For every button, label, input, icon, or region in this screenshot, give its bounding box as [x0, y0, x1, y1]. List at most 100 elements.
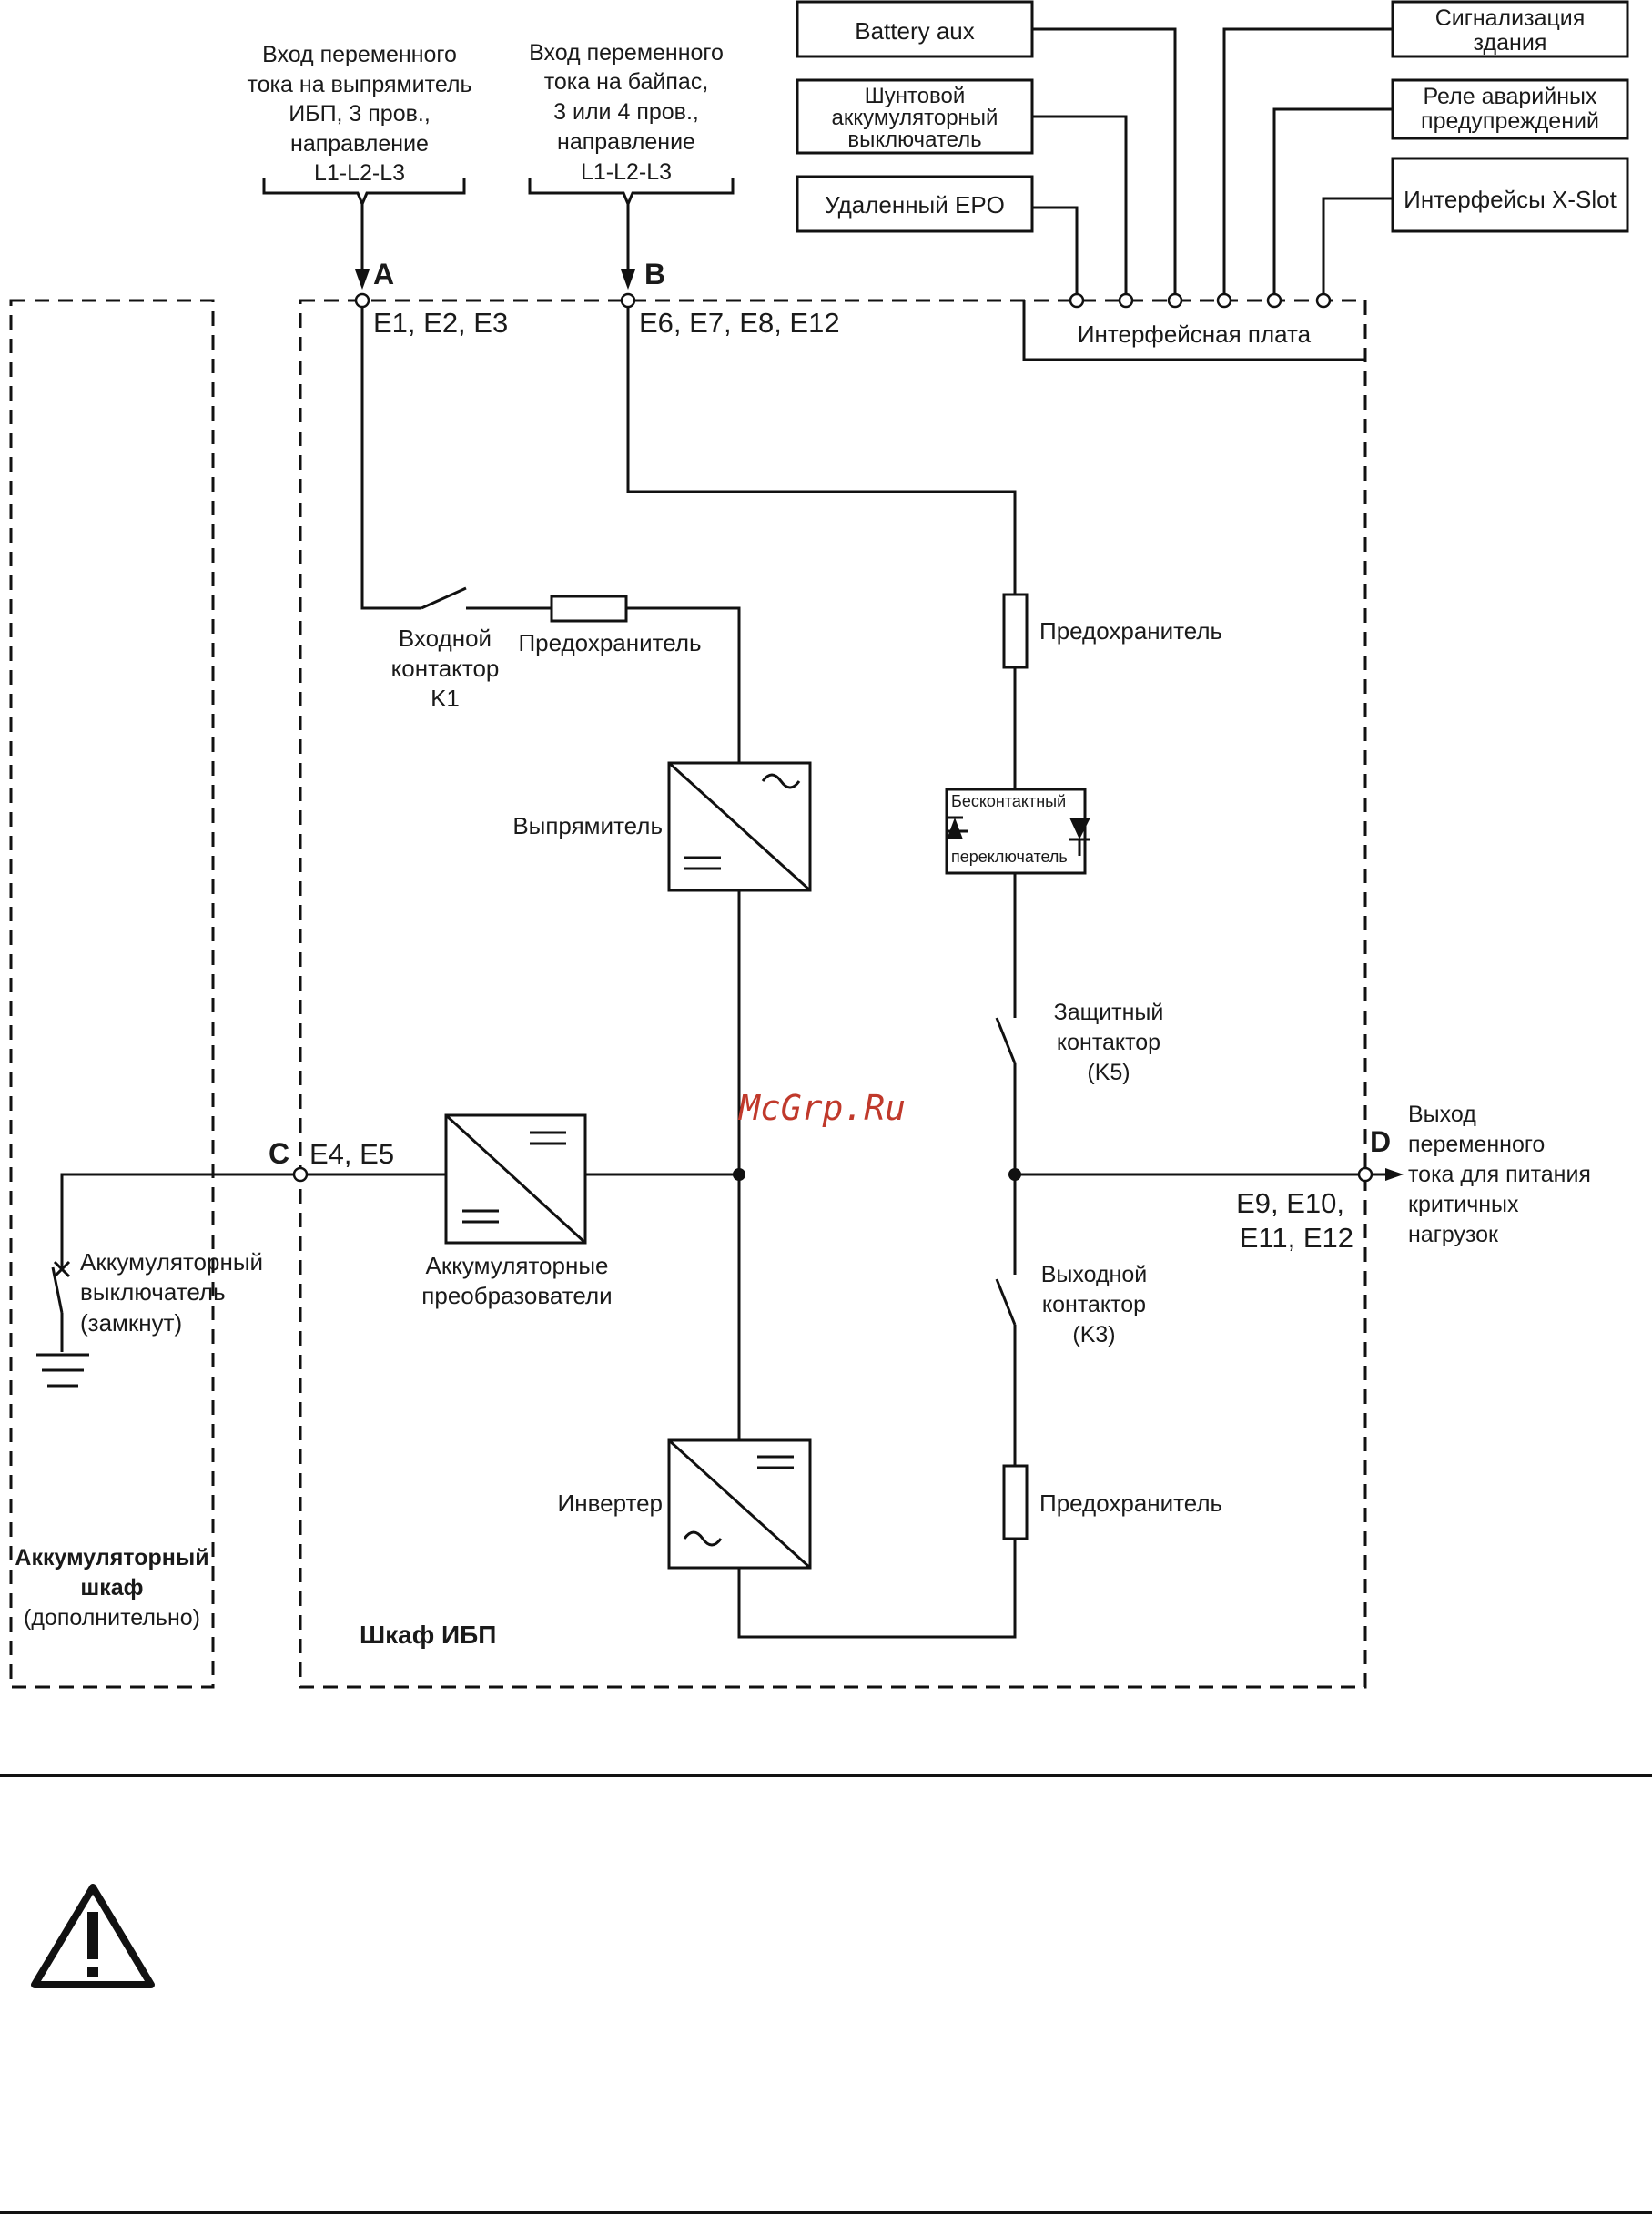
input-a-arrowhead — [355, 269, 370, 290]
rectifier-input-line5: L1-L2-L3 — [314, 160, 405, 186]
battery-breaker-line2: выключатель — [80, 1278, 226, 1306]
inverter-ac-symbol — [683, 1530, 723, 1547]
ground-icon — [36, 1353, 89, 1388]
bypass-input-line2: тока на байпас, — [544, 69, 709, 95]
static-switch-line2: переключатель — [951, 848, 1068, 866]
backfeed-contactor-line2: контактор — [1057, 1030, 1160, 1055]
interface-board-outline — [1022, 300, 1365, 361]
terminal-xslot — [1315, 292, 1332, 309]
ac-output-line3: тока для питания — [1408, 1162, 1591, 1187]
port-a-letter: A — [373, 258, 394, 290]
ac-output-line5: нагрузок — [1408, 1222, 1499, 1247]
inverter-output-wire — [737, 1539, 1017, 1639]
shunt-breaker-line2: аккумуляторный — [832, 106, 998, 130]
battery-breaker-x — [53, 1260, 71, 1278]
battery-breaker-line1: Аккумуляторный — [80, 1248, 263, 1276]
battery-cabinet-line3: (дополнительно) — [24, 1605, 200, 1631]
battery-cabinet-line1: Аккумуляторный — [15, 1545, 208, 1571]
battery-breaker-line3: (замкнут) — [80, 1309, 182, 1337]
port-d-terminals-line2: E11, E12 — [1240, 1222, 1353, 1254]
inverter-diagonal — [667, 1438, 812, 1570]
thyristor-down — [1069, 818, 1090, 839]
input-b-arrowhead — [621, 269, 635, 290]
rectifier-input-line1: Вход переменного — [262, 42, 457, 67]
battery-converter-diagonal — [444, 1113, 587, 1245]
shunt-breaker-line3: выключатель — [847, 127, 981, 152]
ac-output-line4: критичных — [1408, 1192, 1519, 1217]
rectifier-dc-symbol — [684, 856, 721, 870]
battery-converters-line2: преобразователи — [421, 1282, 612, 1309]
port-d-node — [1357, 1166, 1373, 1183]
shunt-breaker-box — [796, 78, 1034, 155]
port-c-terminals: E4, E5 — [309, 1138, 394, 1170]
terminal-alarm-relay — [1266, 292, 1282, 309]
rectifier-fuse-label: Предохранитель — [518, 629, 701, 656]
output-fuse — [1002, 1464, 1029, 1540]
bypass-input-line5: L1-L2-L3 — [581, 159, 672, 185]
battery-aux-wire — [1032, 27, 1177, 293]
input-contactor-k1 — [421, 586, 467, 610]
terminal-epo — [1069, 292, 1085, 309]
port-c-node — [292, 1166, 309, 1183]
thyristor-up — [947, 818, 963, 839]
remote-epo-label: Удаленный EPO — [825, 191, 1005, 219]
ups-cabinet-label: Шкаф ИБП — [360, 1621, 496, 1649]
xslot-label: Интерфейсы X-Slot — [1404, 186, 1617, 213]
building-alarm-line1: Сигнализация — [1435, 5, 1586, 31]
port-a-terminals: E1, E2, E3 — [373, 307, 508, 339]
shunt-wire — [1032, 115, 1128, 293]
terminal-battery-aux — [1167, 292, 1183, 309]
rectifier-ac-symbol — [761, 773, 801, 789]
battery-aux-label: Battery aux — [855, 17, 975, 45]
input-contactor-line2: контактор — [391, 655, 500, 682]
port-d-terminals-line1: E9, E10, — [1236, 1187, 1344, 1219]
bypass-input-line1: Вход переменного — [529, 40, 724, 66]
battery-converters-line1: Аккумуляторные — [426, 1252, 609, 1279]
remote-epo-box — [796, 175, 1034, 233]
input-contactor-line3: K1 — [431, 685, 460, 712]
output-contactor-line3: (K3) — [1072, 1322, 1115, 1347]
building-alarm-wire — [1222, 27, 1393, 293]
alarm-relay-line2: предупреждений — [1421, 108, 1599, 134]
building-alarm-line2: здания — [1474, 30, 1547, 56]
battery-converter-dc-bottom — [462, 1209, 499, 1224]
port-b-terminals: E6, E7, E8, E12 — [639, 307, 840, 339]
output-contactor-line1: Выходной — [1041, 1262, 1147, 1287]
input-contactor-line1: Входной — [399, 625, 492, 652]
rectifier-input-line4: направление — [290, 131, 429, 157]
rectifier-input-line3: ИБП, 3 пров., — [289, 101, 431, 127]
building-alarm-box — [1391, 0, 1629, 58]
rectifier-diagonal — [667, 761, 812, 892]
warning-triangle-icon — [31, 1884, 155, 1988]
battery-converter-dc-top — [530, 1131, 566, 1145]
battery-wire — [60, 1173, 294, 1267]
backfeed-contactor-line3: (K5) — [1087, 1060, 1130, 1085]
static-switch-line1: Бесконтактный — [951, 792, 1066, 810]
port-b-letter: B — [644, 258, 665, 290]
terminal-building-alarm — [1216, 292, 1232, 309]
xslot-wire — [1322, 197, 1393, 293]
bypass-input-line4: направление — [557, 129, 695, 155]
bypass-fuse-label: Предохранитель — [1039, 617, 1222, 645]
interface-board-label: Интерфейсная плата — [1078, 320, 1312, 348]
terminal-shunt — [1118, 292, 1134, 309]
output-contactor-k3 — [995, 1278, 1017, 1326]
ac-output-line2: переменного — [1408, 1132, 1545, 1157]
output-contactor-line2: контактор — [1042, 1292, 1146, 1317]
xslot-box — [1391, 157, 1629, 233]
port-d-letter: D — [1370, 1125, 1391, 1158]
fuse-to-rectifier-wire — [626, 606, 741, 763]
backfeed-contactor-k5 — [995, 1017, 1017, 1064]
inverter-dc-symbol — [757, 1455, 794, 1469]
port-c-letter: C — [269, 1137, 289, 1170]
bypass-fuse — [1002, 593, 1029, 669]
rectifier-label: Выпрямитель — [512, 812, 663, 839]
rectifier-feed-wire — [360, 307, 421, 610]
backfeed-contactor-line1: Защитный — [1054, 1000, 1164, 1025]
battery-cabinet-line2: шкаф — [80, 1575, 143, 1601]
shunt-breaker-line1: Шунтовой — [865, 84, 966, 108]
port-a-node — [354, 292, 370, 309]
rectifier-input-line2: тока на выпрямитель — [247, 72, 471, 97]
output-arrowhead — [1385, 1168, 1404, 1181]
output-fuse-label: Предохранитель — [1039, 1489, 1222, 1517]
